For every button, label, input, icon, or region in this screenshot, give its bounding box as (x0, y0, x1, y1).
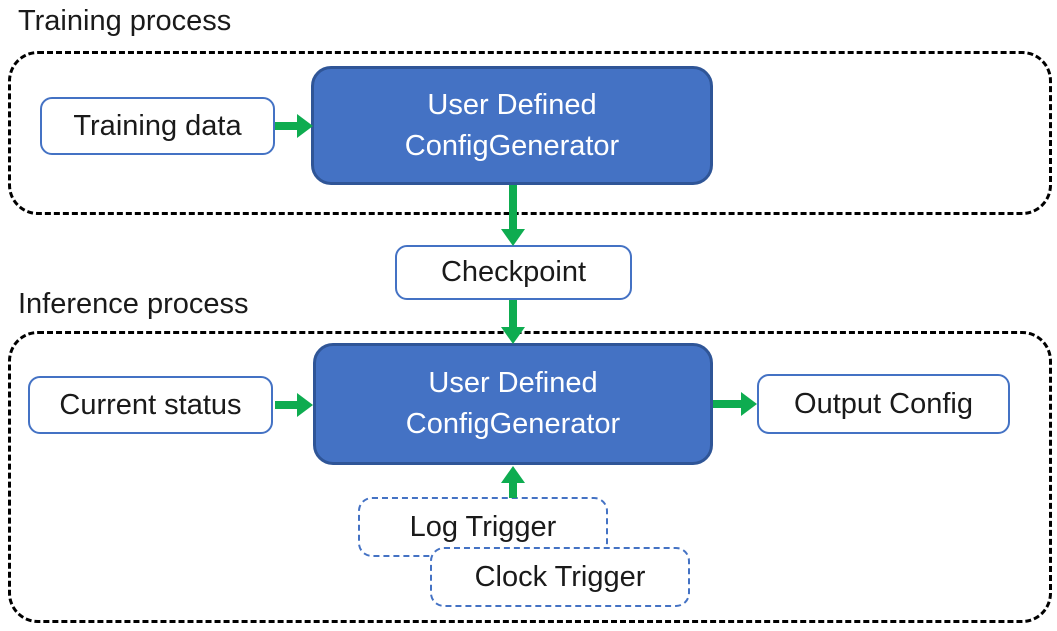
arrow-generator-to-checkpoint-icon (499, 185, 527, 246)
arrow-checkpoint-to-generator-icon (499, 300, 527, 344)
training-data-box: Training data (40, 97, 275, 155)
training-generator-label-line2: ConfigGenerator (404, 129, 620, 162)
training-generator-box: User Defined ConfigGenerator (311, 66, 713, 185)
inference-generator-box: User Defined ConfigGenerator (313, 343, 713, 465)
arrow-log-trigger-to-generator-icon (499, 466, 527, 498)
clock-trigger-box: Clock Trigger (430, 547, 690, 607)
training-process-title: Training process (18, 5, 232, 37)
inference-process-title: Inference process (18, 288, 249, 320)
training-process-container (8, 51, 1052, 215)
arrow-training-data-to-generator-icon (275, 112, 313, 140)
inference-generator-label-line1: User Defined (428, 367, 598, 399)
current-status-box: Current status (28, 376, 273, 434)
training-generator-label-line1: User Defined (427, 88, 597, 121)
checkpoint-box: Checkpoint (395, 245, 632, 300)
arrow-generator-to-output-config-icon (713, 390, 757, 418)
inference-generator-label-line2: ConfigGenerator (405, 408, 621, 440)
inference-process-container (8, 331, 1052, 623)
output-config-box: Output Config (757, 374, 1010, 434)
arrow-current-status-to-generator-icon (275, 391, 313, 419)
